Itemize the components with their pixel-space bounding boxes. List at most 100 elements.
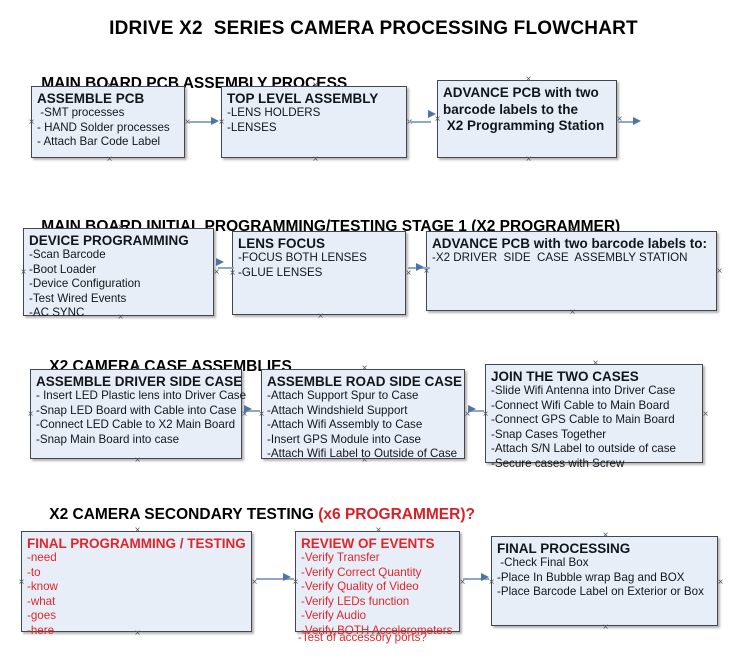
node-line: -Verify Audio — [301, 609, 367, 623]
connection-handle-top[interactable] — [133, 526, 142, 535]
connection-handle-left[interactable] — [217, 118, 226, 127]
connection-handle-bottom[interactable] — [116, 313, 125, 322]
node-line: - Attach Bar Code Label — [37, 135, 161, 149]
node-line: -Place In Bubble wrap Bag and BOX — [497, 570, 685, 584]
node-line: -Verify Transfer — [301, 551, 380, 564]
page-title: IDRIVE X2 SERIES CAMERA PROCESSING FLOWC… — [109, 18, 638, 39]
connection-handle-left[interactable] — [487, 578, 496, 587]
node-device-programming[interactable]: DEVICE PROGRAMMING -Scan Barcode -Boot L… — [23, 228, 214, 319]
node-title: REVIEW OF EVENTS — [301, 536, 435, 551]
connection-handle-right[interactable] — [458, 578, 467, 587]
connection-handle-right[interactable] — [183, 118, 192, 127]
node-assemble-driver-side-case[interactable]: ASSEMBLE DRIVER SIDE CASE - Insert LED P… — [30, 369, 247, 459]
connection-handle-top[interactable] — [105, 81, 114, 90]
node-line: -Verify BOTH Accelerometers — [301, 623, 453, 637]
node-title: ASSEMBLE PCB — [37, 91, 145, 106]
node-assemble-pcb[interactable]: ASSEMBLE PCB -SMT processes - HAND Solde… — [31, 86, 185, 158]
connection-handle-left[interactable] — [27, 118, 36, 127]
node-advance-pcb-to-programming-station[interactable]: ADVANCE PCB with two barcode labels to t… — [437, 80, 617, 158]
connection-handle-top[interactable] — [316, 226, 325, 235]
connection-handle-bottom[interactable] — [133, 456, 142, 465]
node-line: - Insert LED Plastic lens into Driver Ca… — [36, 389, 247, 402]
connection-handle-right[interactable] — [701, 410, 710, 419]
node-line: -Scan Barcode — [29, 248, 106, 261]
connection-handle-right[interactable] — [615, 115, 624, 124]
connection-handle-left[interactable] — [433, 115, 442, 124]
connection-handle-left[interactable] — [422, 267, 431, 276]
connection-handle-bottom[interactable] — [311, 155, 320, 164]
connection-handle-bottom[interactable] — [601, 623, 610, 632]
node-title: ADVANCE PCB with two barcode labels to: — [432, 236, 708, 251]
connection-handle-right[interactable] — [463, 410, 472, 419]
connection-handle-top[interactable] — [601, 531, 610, 540]
connection-handle-right[interactable] — [405, 118, 414, 127]
connection-handle-right[interactable] — [404, 269, 413, 278]
connection-handle-top[interactable] — [374, 526, 383, 535]
node-line: -Place Barcode Label on Exterior or Box — [497, 585, 704, 599]
node-line: -Snap Cases Together — [491, 427, 607, 441]
connection-handle-bottom[interactable] — [316, 312, 325, 321]
connection-handle-top[interactable] — [524, 75, 533, 84]
node-line: -Attach Support Spur to Case — [267, 389, 419, 402]
section-title-text: X2 CAMERA SECONDARY TESTING — [49, 506, 319, 523]
node-line: -GLUE LENSES — [238, 265, 323, 279]
node-line: -Test Wired Events — [29, 291, 127, 305]
node-line: -Snap Main Board into case — [36, 432, 180, 446]
connection-handle-right[interactable] — [240, 410, 249, 419]
node-title: ADVANCE PCB with two — [443, 85, 599, 100]
connection-handle-right[interactable] — [715, 267, 724, 276]
connection-handle-top[interactable] — [360, 364, 369, 373]
node-title: FINAL PROGRAMMING / TESTING — [27, 536, 246, 551]
node-line: -LENSES — [227, 120, 277, 134]
node-line: -LENS HOLDERS — [227, 106, 321, 119]
node-line: -Secure cases with Screw — [491, 456, 625, 470]
node-join-the-two-cases[interactable]: JOIN THE TWO CASES -Slide Wifi Antenna i… — [485, 364, 703, 470]
section-title-accent: (x6 PROGRAMMER)? — [318, 506, 475, 523]
node-title: JOIN THE TWO CASES — [491, 369, 639, 384]
node-line: -FOCUS BOTH LENSES — [238, 251, 367, 264]
node-top-level-assembly[interactable]: TOP LEVEL ASSEMBLY -LENS HOLDERS -LENSES — [221, 86, 407, 158]
node-line: -to — [27, 565, 41, 579]
node-line: -know — [27, 580, 58, 594]
node-line: -here — [27, 623, 55, 637]
connection-handle-bottom[interactable] — [133, 629, 142, 638]
connection-handle-left[interactable] — [481, 410, 490, 419]
connection-handle-left[interactable] — [26, 410, 35, 419]
connection-handle-bottom[interactable] — [360, 456, 369, 465]
connection-handle-right[interactable] — [212, 268, 221, 277]
connection-handle-right[interactable] — [716, 578, 725, 587]
connection-handle-left[interactable] — [228, 269, 237, 278]
node-line: -Verify Quality of Video — [301, 580, 419, 594]
node-title: TOP LEVEL ASSEMBLY — [227, 91, 379, 106]
connection-handle-top[interactable] — [133, 364, 142, 373]
connection-handle-left[interactable] — [291, 578, 300, 587]
node-lens-focus[interactable]: LENS FOCUS -FOCUS BOTH LENSES -GLUE LENS… — [232, 231, 406, 315]
connection-handle-right[interactable] — [250, 578, 259, 587]
connection-handle-top[interactable] — [591, 359, 600, 368]
node-line: -Check Final Box — [497, 556, 589, 569]
node-final-processing[interactable]: FINAL PROCESSING -Check Final Box -Place… — [491, 536, 718, 626]
arrow-stub-right-row1 — [633, 117, 641, 125]
node-assemble-road-side-case[interactable]: ASSEMBLE ROAD SIDE CASE -Attach Support … — [261, 369, 465, 460]
node-title: LENS FOCUS — [238, 236, 326, 251]
connection-handle-top[interactable] — [116, 223, 125, 232]
node-title: barcode labels to the — [443, 101, 579, 117]
node-line: -SMT processes — [37, 106, 125, 119]
node-line: -Connect LED Cable to X2 Main Board — [36, 418, 236, 432]
node-line: -X2 DRIVER SIDE CASE ASSEMBLY STATION — [432, 251, 688, 264]
node-advance-pcb-driver-side-station[interactable]: ADVANCE PCB with two barcode labels to: … — [426, 231, 717, 311]
node-final-programming-testing[interactable]: FINAL PROGRAMMING / TESTING -need -to -k… — [21, 531, 252, 637]
connection-handle-bottom[interactable] — [568, 308, 577, 317]
connection-handle-left[interactable] — [19, 268, 28, 277]
connection-handle-bottom[interactable] — [524, 155, 533, 164]
connection-handle-left[interactable] — [257, 410, 266, 419]
node-line: -Verify LEDs function — [301, 594, 410, 608]
node-review-of-events[interactable]: REVIEW OF EVENTS -Verify Transfer -Verif… — [295, 531, 460, 637]
connection-handle-top[interactable] — [568, 226, 577, 235]
node-line: -Attach Windshield Support — [267, 403, 408, 417]
connection-handle-bottom[interactable] — [591, 460, 600, 469]
connection-handle-left[interactable] — [17, 578, 26, 587]
connection-handle-top[interactable] — [311, 81, 320, 90]
connection-handle-bottom[interactable] — [105, 155, 114, 164]
